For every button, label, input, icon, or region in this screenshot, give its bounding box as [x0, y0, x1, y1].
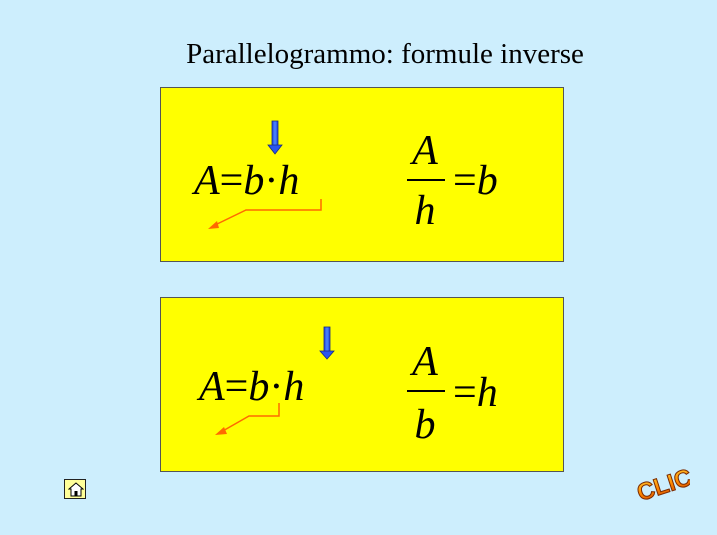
fraction-bar: [407, 390, 445, 392]
var-h: h: [278, 158, 300, 204]
dot-operator: ·: [264, 158, 279, 204]
fraction-numerator: A: [412, 128, 438, 174]
formula-2-lhs: A=b·h: [199, 366, 304, 408]
fraction-numerator: A: [412, 339, 438, 385]
formula-1-lhs: A=b·h: [194, 160, 299, 202]
clic-logo-button[interactable]: CLIC: [630, 448, 696, 508]
var-a: A: [194, 158, 220, 204]
equals-sign: =: [219, 158, 244, 204]
dot-operator: ·: [269, 364, 284, 410]
formula-1-rhs: =b: [453, 160, 498, 202]
fraction-denominator: h: [414, 188, 436, 234]
formula-box-1: A=b·h A h =b: [160, 87, 564, 262]
page-title: Parallelogrammo: formule inverse: [186, 38, 584, 70]
equals-sign: =: [453, 370, 477, 416]
var-h: h: [283, 364, 305, 410]
formula-box-2: A=b·h A b =h: [160, 297, 564, 472]
result-var: h: [476, 370, 498, 416]
svg-text:CLIC: CLIC: [634, 464, 690, 507]
var-b: b: [248, 364, 270, 410]
result-var: b: [476, 158, 498, 204]
home-icon: [68, 482, 84, 497]
equals-sign: =: [224, 364, 249, 410]
var-a: A: [199, 364, 225, 410]
fraction-bar: [407, 179, 445, 181]
equals-sign: =: [453, 158, 477, 204]
clic-logo-icon: CLIC: [633, 463, 696, 507]
var-b: b: [243, 158, 265, 204]
home-button[interactable]: [64, 479, 86, 499]
fraction-denominator: b: [414, 402, 436, 448]
formula-2-rhs: =h: [453, 372, 498, 414]
